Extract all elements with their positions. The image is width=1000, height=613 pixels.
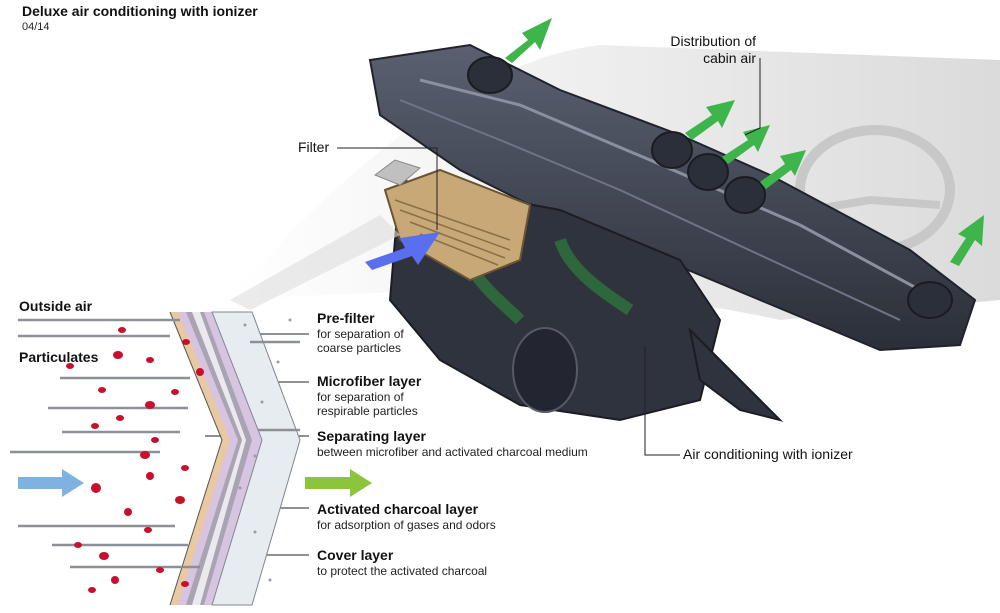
legend-desc: respirable particles <box>317 404 418 418</box>
legend-title: Pre-filter <box>317 310 375 326</box>
legend-title: Activated charcoal layer <box>317 501 479 517</box>
cabin-filter <box>373 159 532 282</box>
legend-desc: to protect the activated charcoal <box>317 564 488 578</box>
legend-microfiber: Microfiber layer for separation of respi… <box>317 373 421 418</box>
legend-title: Separating layer <box>317 428 426 444</box>
ac-ionizer-label: Air conditioning with ionizer <box>683 446 853 462</box>
dashboard-duct <box>368 43 977 352</box>
legend-cover-layer: Cover layer to protect the activated cha… <box>317 547 487 578</box>
legend-desc: coarse particles <box>317 341 402 355</box>
inflow-blue-arrow <box>18 469 84 497</box>
legend-separating: Separating layer between microfiber and … <box>317 428 588 459</box>
filter-label: Filter <box>298 139 330 155</box>
filter-cross-section <box>169 311 301 606</box>
outflow-green-arrow <box>305 469 372 497</box>
particulates <box>66 327 204 593</box>
particulates-label: Particulates <box>19 349 99 365</box>
outside-air-label: Outside air <box>19 298 93 314</box>
legend-desc: for separation of <box>317 390 404 404</box>
green-arrows <box>505 18 984 266</box>
blue-inflow-arrow <box>365 232 440 270</box>
outside-air-lines <box>10 318 300 569</box>
legend-title: Microfiber layer <box>317 373 422 389</box>
distribution-label: Distribution of cabin air <box>654 33 756 67</box>
page-title: Deluxe air conditioning with ionizer <box>22 3 258 19</box>
distribution-label-line2: cabin air <box>703 50 756 66</box>
air-vents <box>467 56 953 319</box>
legend-desc: for adsorption of gases and odors <box>317 518 496 532</box>
inflow-beam <box>230 215 400 310</box>
page-date: 04/14 <box>22 21 50 33</box>
legend-desc: between microfiber and activated charcoa… <box>317 445 588 459</box>
legend-activated-charcoal: Activated charcoal layer for adsorption … <box>317 501 496 532</box>
fine-particles <box>238 318 292 582</box>
legend-pre-filter: Pre-filter for separation of coarse part… <box>317 310 404 355</box>
legend-desc: for separation of <box>317 327 404 341</box>
legend-title: Cover layer <box>317 547 394 563</box>
distribution-label-line1: Distribution of <box>670 33 756 49</box>
